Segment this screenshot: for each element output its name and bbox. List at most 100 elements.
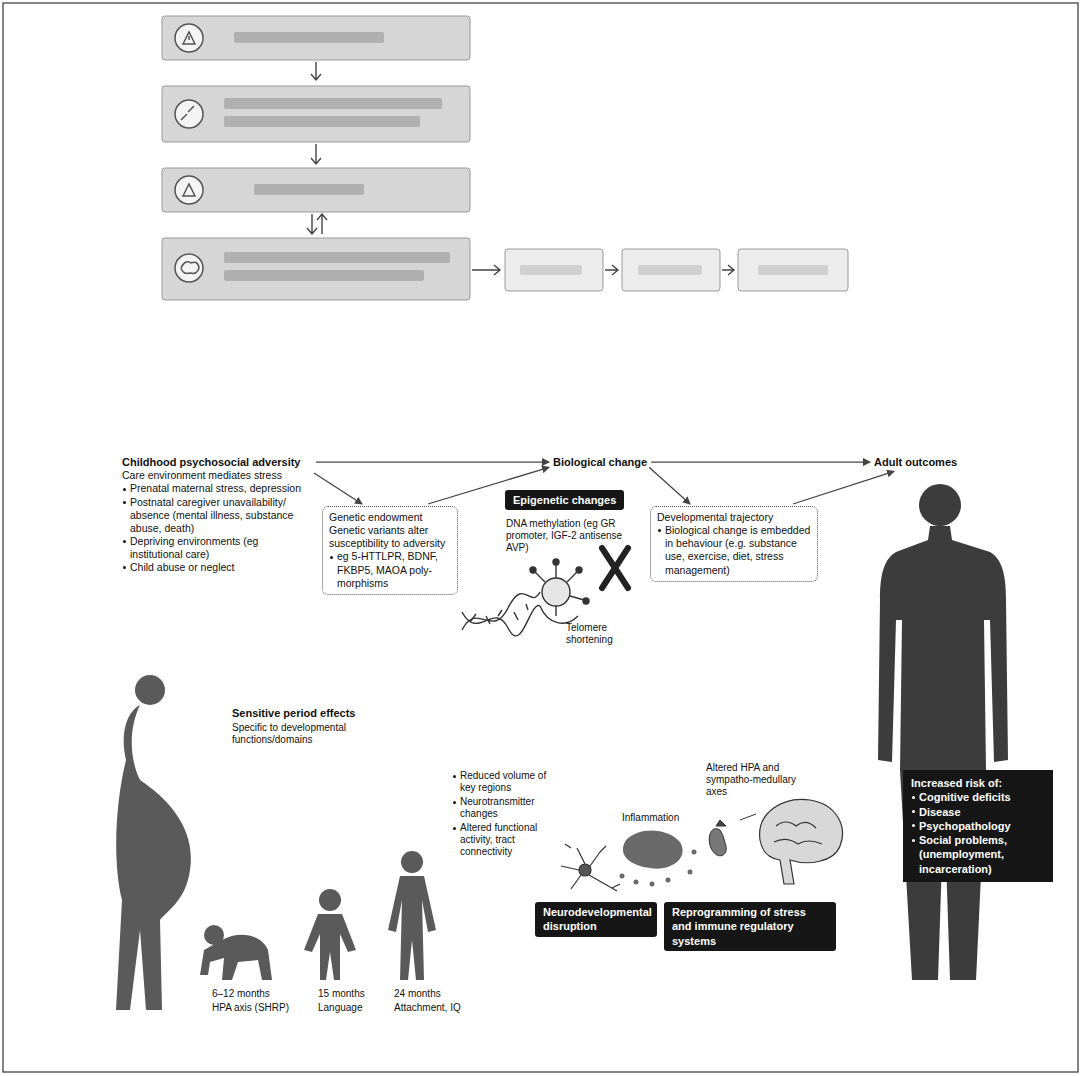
adult-silhouette — [878, 484, 1008, 980]
node-heading: Adult outcomes — [874, 455, 957, 469]
node-text: Biological change is embedded in behavio… — [657, 524, 811, 577]
illustration-part — [688, 870, 693, 875]
illustration-part — [505, 249, 603, 291]
node-text: Prenatal maternal stress, depression — [122, 482, 312, 495]
annotation-label: Altered HPA and sympatho-medullary axes — [706, 762, 806, 798]
illustration-part — [605, 265, 618, 275]
inflammation — [620, 830, 697, 886]
illustration-part — [311, 144, 321, 164]
illustration-part — [162, 16, 470, 60]
node-heading: Developmental trajectory — [657, 511, 811, 524]
outcome-box: Increased risk of:Cognitive deficitsDise… — [903, 770, 1053, 882]
illustration-part — [634, 880, 639, 885]
illustration-part — [135, 675, 165, 705]
illustration-part — [692, 850, 697, 855]
illustration-part — [175, 24, 203, 52]
illustration-part — [553, 559, 559, 565]
illustration-part — [311, 62, 321, 80]
node-text: Postnatal caregiver unavailability/ abse… — [122, 496, 312, 535]
connector-arrow — [649, 467, 690, 504]
illustration-part — [224, 270, 424, 281]
dotted-box: Developmental trajectoryBiological chang… — [650, 506, 818, 582]
adversity-group: Childhood psychosocial adversityCare env… — [122, 455, 312, 574]
node-text: Care environment mediates stress — [122, 469, 312, 482]
annotation-label: DNA methylation (eg GR promoter, IGF-2 a… — [506, 518, 636, 554]
illustration-part — [919, 484, 961, 526]
illustration-part — [738, 249, 848, 291]
child-silhouettes — [116, 675, 436, 1010]
illustration-part — [583, 598, 589, 604]
illustration-part — [520, 265, 582, 275]
illustration-part — [638, 265, 702, 275]
node-heading: Increased risk of: — [911, 776, 1045, 790]
illustration-part — [183, 32, 195, 44]
icons — [175, 24, 203, 282]
dotted-box: Genetic endowmentGenetic variants alter … — [322, 506, 458, 595]
illustration-part — [181, 106, 194, 120]
flow-arrows — [307, 62, 734, 275]
neuron — [561, 844, 620, 891]
node-heading: Biological change — [553, 455, 647, 469]
node-heading: Childhood psychosocial adversity — [122, 455, 312, 469]
illustration-part — [224, 98, 442, 109]
blurred-flowchart — [162, 16, 848, 300]
illustration-part — [740, 814, 756, 820]
illustration-part — [162, 86, 470, 142]
illustration-part — [758, 265, 828, 275]
illustration-part — [183, 184, 195, 196]
illustration-part — [579, 864, 591, 876]
illustration-part — [162, 168, 470, 212]
node-text: Disease — [911, 805, 1045, 819]
illustration-part — [472, 265, 500, 275]
node-text: Cognitive deficits — [911, 790, 1045, 804]
illustration-part — [535, 564, 584, 616]
hpa-organs — [709, 814, 756, 856]
illustration-part — [878, 526, 1008, 980]
illustration-part — [542, 578, 570, 606]
stage-heading: Adult outcomes — [874, 455, 957, 469]
connector-arrow — [793, 471, 894, 504]
connector-arrow — [651, 461, 870, 462]
illustration-part — [462, 606, 540, 636]
illustration-part — [116, 705, 191, 1010]
illustration-part — [162, 238, 470, 300]
annotation-label: Language — [318, 1002, 388, 1014]
black-label-box: Reprogramming of stress and immune regul… — [664, 902, 836, 951]
illustration-part — [602, 548, 628, 588]
illustration-part — [254, 184, 364, 195]
annotation-label: Inflammation — [622, 812, 702, 824]
annotation-label: Specific to developmental functions/doma… — [232, 722, 382, 746]
annotation-label: Neurotransmitter changes — [452, 796, 560, 820]
illustration-part — [774, 822, 822, 844]
illustration-part — [234, 32, 384, 43]
blurred-text — [224, 32, 828, 281]
illustration-part — [576, 567, 582, 573]
annotation-label: 15 months — [318, 988, 388, 1000]
illustration-part — [716, 820, 726, 826]
annotation-label: Reduced volume of key regions — [452, 770, 560, 794]
black-label-box: Epigenetic changes — [505, 490, 624, 510]
illustration-part — [401, 851, 423, 873]
annotation-label: Sensitive period effects — [232, 706, 412, 720]
illustration-part — [307, 214, 317, 234]
illustration-part — [561, 844, 620, 891]
illustration-part — [760, 799, 843, 884]
node-text: Child abuse or neglect — [122, 561, 312, 574]
node-heading: Reprogramming of stress and immune regul… — [672, 905, 828, 948]
illustration-part — [224, 252, 450, 263]
illustration-part — [304, 914, 356, 980]
stage-heading: Biological change — [553, 455, 647, 469]
illustration-part — [622, 249, 720, 291]
illustration-part — [462, 592, 540, 630]
illustration-part — [388, 876, 436, 980]
node-text: Psychopathology — [911, 819, 1045, 833]
connector-arrow — [314, 473, 362, 504]
chromosome — [602, 548, 628, 588]
illustration-part — [175, 176, 203, 204]
node-text: eg 5-HTTLPR, BDNF, FKBP5, MAOA poly-morp… — [329, 550, 451, 589]
illustration-part — [722, 265, 734, 275]
annotation-label: HPA axis (SHRP) — [212, 1002, 312, 1014]
illustration-part — [181, 262, 199, 274]
node-text: Depriving environments (eg institutional… — [122, 535, 312, 561]
illustration-part — [175, 100, 203, 128]
